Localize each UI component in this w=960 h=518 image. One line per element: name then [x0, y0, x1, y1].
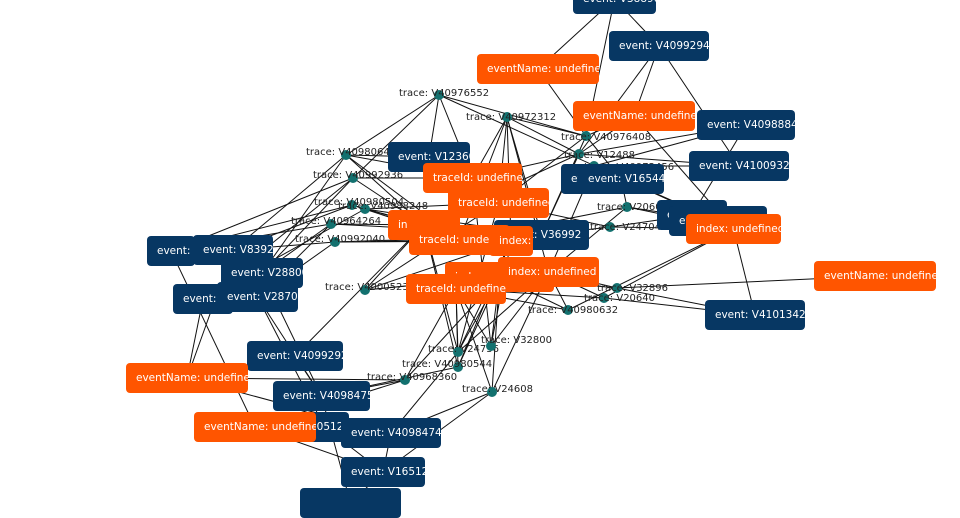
trace-node-label: trace: V12488 — [564, 150, 635, 161]
trace-node-label: trace: V40976408 — [561, 132, 651, 143]
trace-node-label: trace: V32896 — [597, 283, 668, 294]
graph-edge — [261, 154, 347, 274]
event-node[interactable]: event: V41013424 — [705, 300, 805, 330]
event-node[interactable]: event: V38896 — [573, 0, 656, 14]
trace-node[interactable] — [599, 293, 609, 303]
trace-node[interactable] — [400, 375, 410, 385]
trace-node-label: trace: V20640 — [584, 293, 655, 304]
event-node[interactable]: event: V16512 — [341, 457, 425, 487]
trace-node[interactable] — [341, 150, 351, 160]
graph-edge — [506, 116, 587, 137]
event-node[interactable]: event: V40992920 — [247, 341, 343, 371]
trace-node-label: trace: V40980648 — [306, 147, 396, 158]
trace-node[interactable] — [347, 200, 357, 210]
trace-node[interactable] — [605, 222, 615, 232]
trace-node-label: trace: V40992040 — [295, 234, 385, 245]
graph-edge — [491, 271, 549, 393]
trace-node-label: trace: V20608 — [597, 202, 668, 213]
trace-node-label: trace: V40964264 — [291, 216, 381, 227]
trace-node[interactable] — [612, 283, 622, 293]
event-node[interactable]: event: V40988848 — [697, 110, 795, 140]
graph-edge — [294, 224, 425, 357]
attribute-node[interactable]: traceId: undefined — [406, 274, 506, 304]
trace-node-label: trace: V40988248 — [338, 201, 428, 212]
trace-node[interactable] — [348, 173, 358, 183]
trace-node-label: trace: V24704 — [590, 222, 661, 233]
trace-node-label: trace: V40980504 — [314, 197, 404, 208]
trace-node-label: trace: V40968360 — [367, 372, 457, 383]
graph-edge — [404, 288, 457, 381]
attribute-node[interactable]: index: undefined — [498, 257, 599, 287]
trace-node-label: trace: V40980544 — [402, 359, 492, 370]
trace-node[interactable] — [486, 341, 496, 351]
graph-edge — [232, 154, 347, 251]
graph-edge — [455, 288, 493, 393]
trace-node[interactable] — [581, 131, 591, 141]
trace-node-label: trace: V40972312 — [466, 112, 556, 123]
graph-edge — [578, 45, 660, 155]
trace-node-label: trace: V40976552 — [399, 88, 489, 99]
graph-edge — [261, 177, 354, 274]
trace-node[interactable] — [326, 219, 336, 229]
graph-edge — [352, 94, 440, 179]
graph-edge — [658, 45, 740, 167]
graph-edge — [506, 116, 580, 155]
trace-node[interactable] — [434, 90, 444, 100]
graph-edge — [170, 250, 256, 428]
attribute-node[interactable]: traceId: undefined — [448, 188, 549, 218]
event-node[interactable]: event: V4 — [147, 236, 195, 266]
event-node[interactable]: event: V40984744 — [341, 418, 441, 448]
trace-node[interactable] — [453, 347, 463, 357]
attribute-node[interactable]: eventName: undefined — [126, 363, 248, 393]
event-node[interactable]: event: V41009328 — [689, 151, 789, 181]
trace-node-label: trace: V40005232 — [325, 282, 415, 293]
trace-node[interactable] — [330, 237, 340, 247]
trace-node[interactable] — [360, 285, 370, 295]
trace-node[interactable] — [622, 202, 632, 212]
event-node[interactable] — [300, 488, 401, 518]
attribute-node[interactable]: eventName: undefined — [573, 101, 695, 131]
attribute-node[interactable]: index: undefined — [489, 226, 533, 256]
trace-node[interactable] — [453, 362, 463, 372]
attribute-node[interactable]: traceId: undefined — [423, 163, 522, 193]
trace-node[interactable] — [360, 204, 370, 214]
graph-edge — [438, 94, 587, 137]
trace-node-label: trace: V24736 — [428, 344, 499, 355]
trace-node-label: trace: V32800 — [481, 335, 552, 346]
attribute-node[interactable]: eventName: undefined — [814, 261, 936, 291]
trace-node[interactable] — [487, 387, 497, 397]
trace-node[interactable] — [563, 305, 573, 315]
attribute-node[interactable]: eventName: undefined — [477, 54, 599, 84]
graph-edge — [345, 94, 440, 156]
event-node[interactable]: event: V28704 — [217, 282, 298, 312]
trace-node-layer: trace: V40976552 trace: V40972312 trace: V… — [291, 88, 674, 397]
trace-node-label: trace: V24608 — [462, 384, 533, 395]
attribute-node[interactable]: eventName: undefined — [194, 412, 316, 442]
attribute-node[interactable]: index: undefined — [686, 214, 781, 244]
event-node[interactable]: event: V40992944 — [609, 31, 709, 61]
trace-node[interactable] — [502, 112, 512, 122]
event-node[interactable]: event: V40984752 — [273, 381, 370, 411]
trace-node-label: trace: V40992936 — [313, 170, 403, 181]
trace-node[interactable] — [574, 149, 584, 159]
event-node[interactable]: event: V16544 — [578, 164, 664, 194]
trace-node-label: trace: V40980632 — [528, 305, 618, 316]
